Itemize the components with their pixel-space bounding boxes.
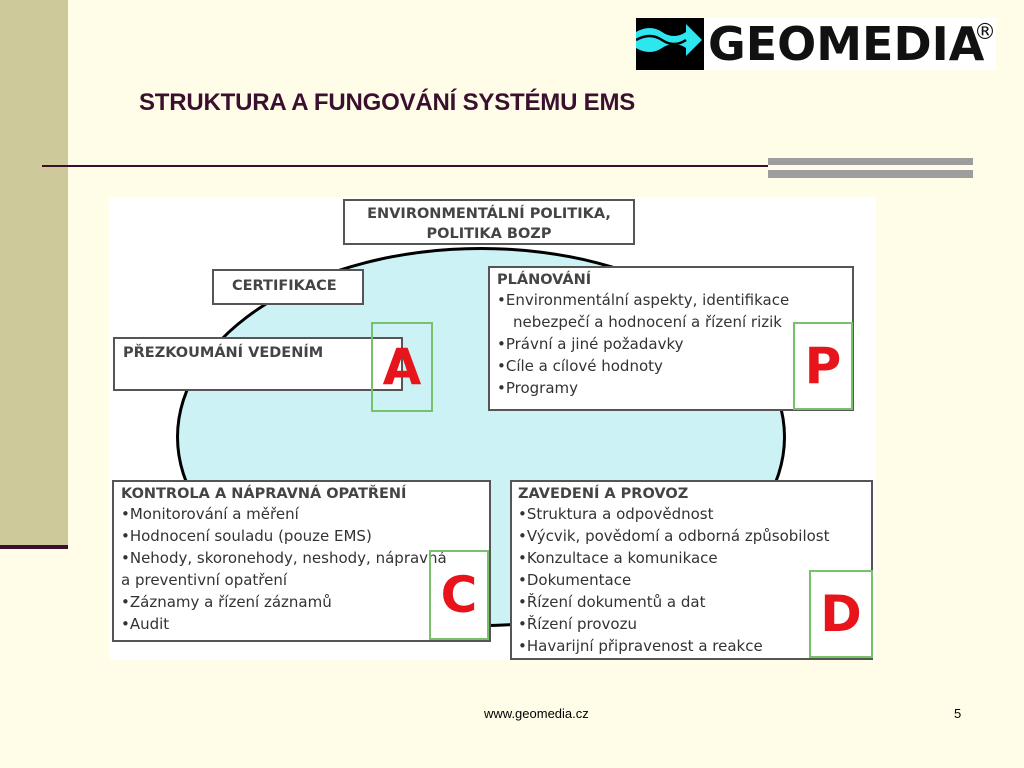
list-item: •Struktura a odpovědnost — [518, 505, 714, 523]
list-item: •Výcvik, povědomí a odborná způsobilost — [518, 527, 830, 545]
checking-box: KONTROLA A NÁPRAVNÁ OPATŘENÍ •Monitorová… — [112, 480, 491, 642]
policy-box: ENVIRONMENTÁLNÍ POLITIKA, POLITIKA BOZP — [343, 199, 635, 245]
list-item: •Monitorování a měření — [121, 505, 299, 523]
planning-box: PLÁNOVÁNÍ •Environmentální aspekty, iden… — [488, 266, 854, 411]
list-item: •Programy — [497, 379, 579, 397]
list-item: •Záznamy a řízení záznamů — [121, 593, 332, 611]
ems-cycle-diagram: ENVIRONMENTÁLNÍ POLITIKA, POLITIKA BOZP … — [109, 197, 876, 660]
list-item: •Dokumentace — [518, 571, 632, 589]
list-item: •Řízení provozu — [518, 615, 637, 633]
list-item: •Cíle a cílové hodnoty — [497, 357, 663, 375]
slide-title: STRUKTURA A FUNGOVÁNÍ SYSTÉMU EMS — [139, 89, 636, 116]
title-divider-accent — [768, 158, 973, 178]
checking-list: •Monitorování a měření •Hodnocení soulad… — [121, 503, 489, 635]
implementation-label: ZAVEDENÍ A PROVOZ — [518, 486, 689, 502]
check-letter: C — [429, 550, 489, 640]
act-letter: A — [371, 322, 433, 412]
certification-label: CERTIFIKACE — [232, 278, 337, 294]
list-item: •Nehody, skoronehody, neshody, nápravná — [121, 549, 447, 567]
review-label: PŘEZKOUMÁNÍ VEDENÍM — [123, 345, 324, 361]
title-divider — [42, 165, 772, 167]
geomedia-logo: GEOMEDIA ® — [635, 17, 996, 71]
implementation-list: •Struktura a odpovědnost •Výcvik, povědo… — [518, 503, 871, 657]
list-item: •Hodnocení souladu (pouze EMS) — [121, 527, 372, 545]
list-item: •Právní a jiné požadavky — [497, 335, 684, 353]
planning-list: •Environmentální aspekty, identifikace n… — [497, 289, 852, 399]
policy-line-1: ENVIRONMENTÁLNÍ POLITIKA, — [367, 206, 611, 222]
logo-wave-icon — [635, 18, 704, 70]
planning-label: PLÁNOVÁNÍ — [497, 272, 592, 288]
registered-mark: ® — [974, 20, 996, 45]
list-item: nebezpečí a hodnocení a řízení rizik — [513, 313, 782, 331]
page-number: 5 — [954, 706, 962, 721]
list-item: •Audit — [121, 615, 170, 633]
checking-label: KONTROLA A NÁPRAVNÁ OPATŘENÍ — [121, 486, 407, 502]
left-decor-bar — [0, 0, 68, 548]
left-decor-line — [0, 545, 68, 549]
list-item: •Havarijní připravenost a reakce — [518, 637, 763, 655]
logo-text: GEOMEDIA — [708, 17, 985, 71]
policy-line-2: POLITIKA BOZP — [426, 226, 552, 242]
list-item: •Environmentální aspekty, identifikace — [497, 291, 790, 309]
list-item: •Konzultace a komunikace — [518, 549, 718, 567]
list-item: a preventivní opatření — [121, 571, 288, 589]
do-letter: D — [809, 570, 873, 658]
footer-url: www.geomedia.cz — [484, 706, 589, 721]
plan-letter: P — [793, 322, 853, 410]
certification-box: CERTIFIKACE — [212, 269, 364, 305]
management-review-box: PŘEZKOUMÁNÍ VEDENÍM — [113, 337, 403, 391]
list-item: •Řízení dokumentů a dat — [518, 593, 706, 611]
